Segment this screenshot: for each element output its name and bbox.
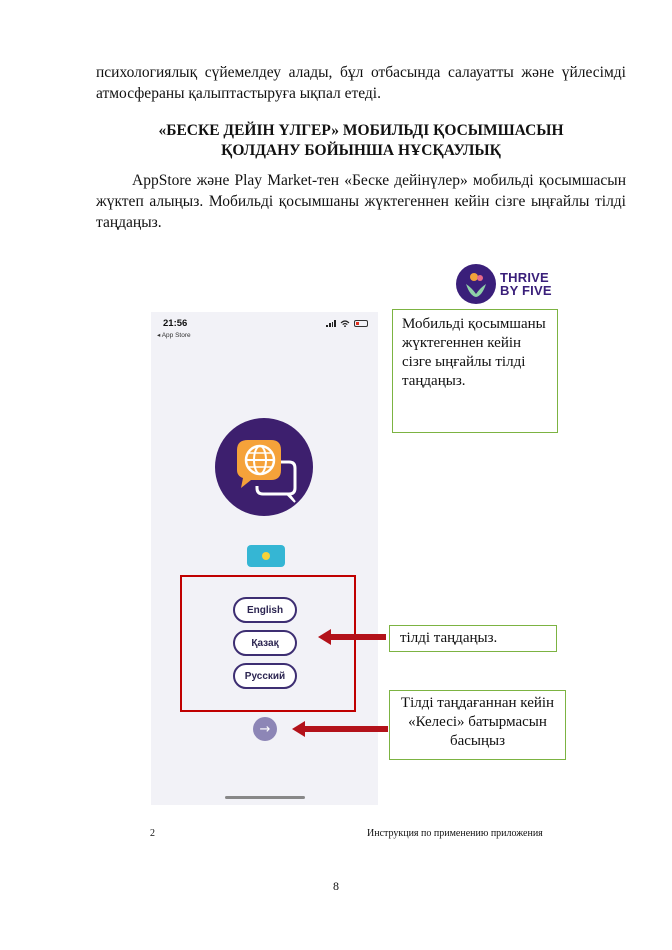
globe-chat-icon (215, 418, 313, 516)
signal-icon (326, 320, 336, 327)
arrow-to-next-button (292, 721, 388, 737)
section-heading: «БЕСКЕ ДЕЙІН ҮЛГЕР» МОБИЛЬДІ ҚОСЫМШАСЫН … (96, 121, 626, 161)
logo-line-2: BY FIVE (500, 283, 552, 298)
language-english-button[interactable]: English (233, 597, 297, 623)
callout-choose-language: тілді таңдаңыз. (389, 625, 557, 652)
language-russian-button[interactable]: Русский (233, 663, 297, 689)
heading-line-2: ҚОЛДАНУ БОЙЫНША НҰСҚАУЛЫҚ (221, 142, 501, 159)
footer-section-number: 2 (150, 828, 155, 839)
arrow-right-icon: → (259, 721, 271, 737)
thrive-by-five-logo: THRIVE BY FIVE (456, 264, 552, 304)
logo-line-1: THRIVE (500, 270, 549, 285)
footer-title: Инструкция по применению приложения (367, 828, 543, 839)
callout-choose-language-after-download: Мобильді қосымшаны жүктегеннен кейін сіз… (392, 309, 558, 433)
heading-line-1: «БЕСКЕ ДЕЙІН ҮЛГЕР» МОБИЛЬДІ ҚОСЫМШАСЫН (158, 122, 564, 139)
battery-icon (354, 320, 368, 327)
next-button[interactable]: → (253, 717, 277, 741)
back-to-app-store-link[interactable]: ◂ App Store (157, 332, 191, 339)
body-paragraph-2: AppStore және Play Market-тен «Беске дей… (96, 172, 626, 231)
language-kazakh-button[interactable]: Қазақ (233, 630, 297, 656)
home-indicator (225, 796, 305, 799)
wifi-icon (340, 320, 350, 327)
phone-screenshot: 21:56 ◂ App Store English Қазақ Русский (151, 312, 378, 805)
status-time: 21:56 (163, 318, 188, 329)
callout-press-next: Тілді таңдағаннан кейін «Келесі» батырма… (389, 690, 566, 760)
body-paragraph-1: психологиялық сүйемелдеу алады, бұл отба… (96, 64, 626, 102)
kazakhstan-flag-icon[interactable] (247, 545, 285, 567)
arrow-to-language-buttons (318, 629, 386, 645)
page-number: 8 (333, 879, 339, 893)
logo-emblem-icon (456, 264, 496, 304)
logo-wordmark: THRIVE BY FIVE (500, 271, 552, 297)
language-highlight-box (180, 575, 356, 712)
status-icons (326, 320, 368, 327)
